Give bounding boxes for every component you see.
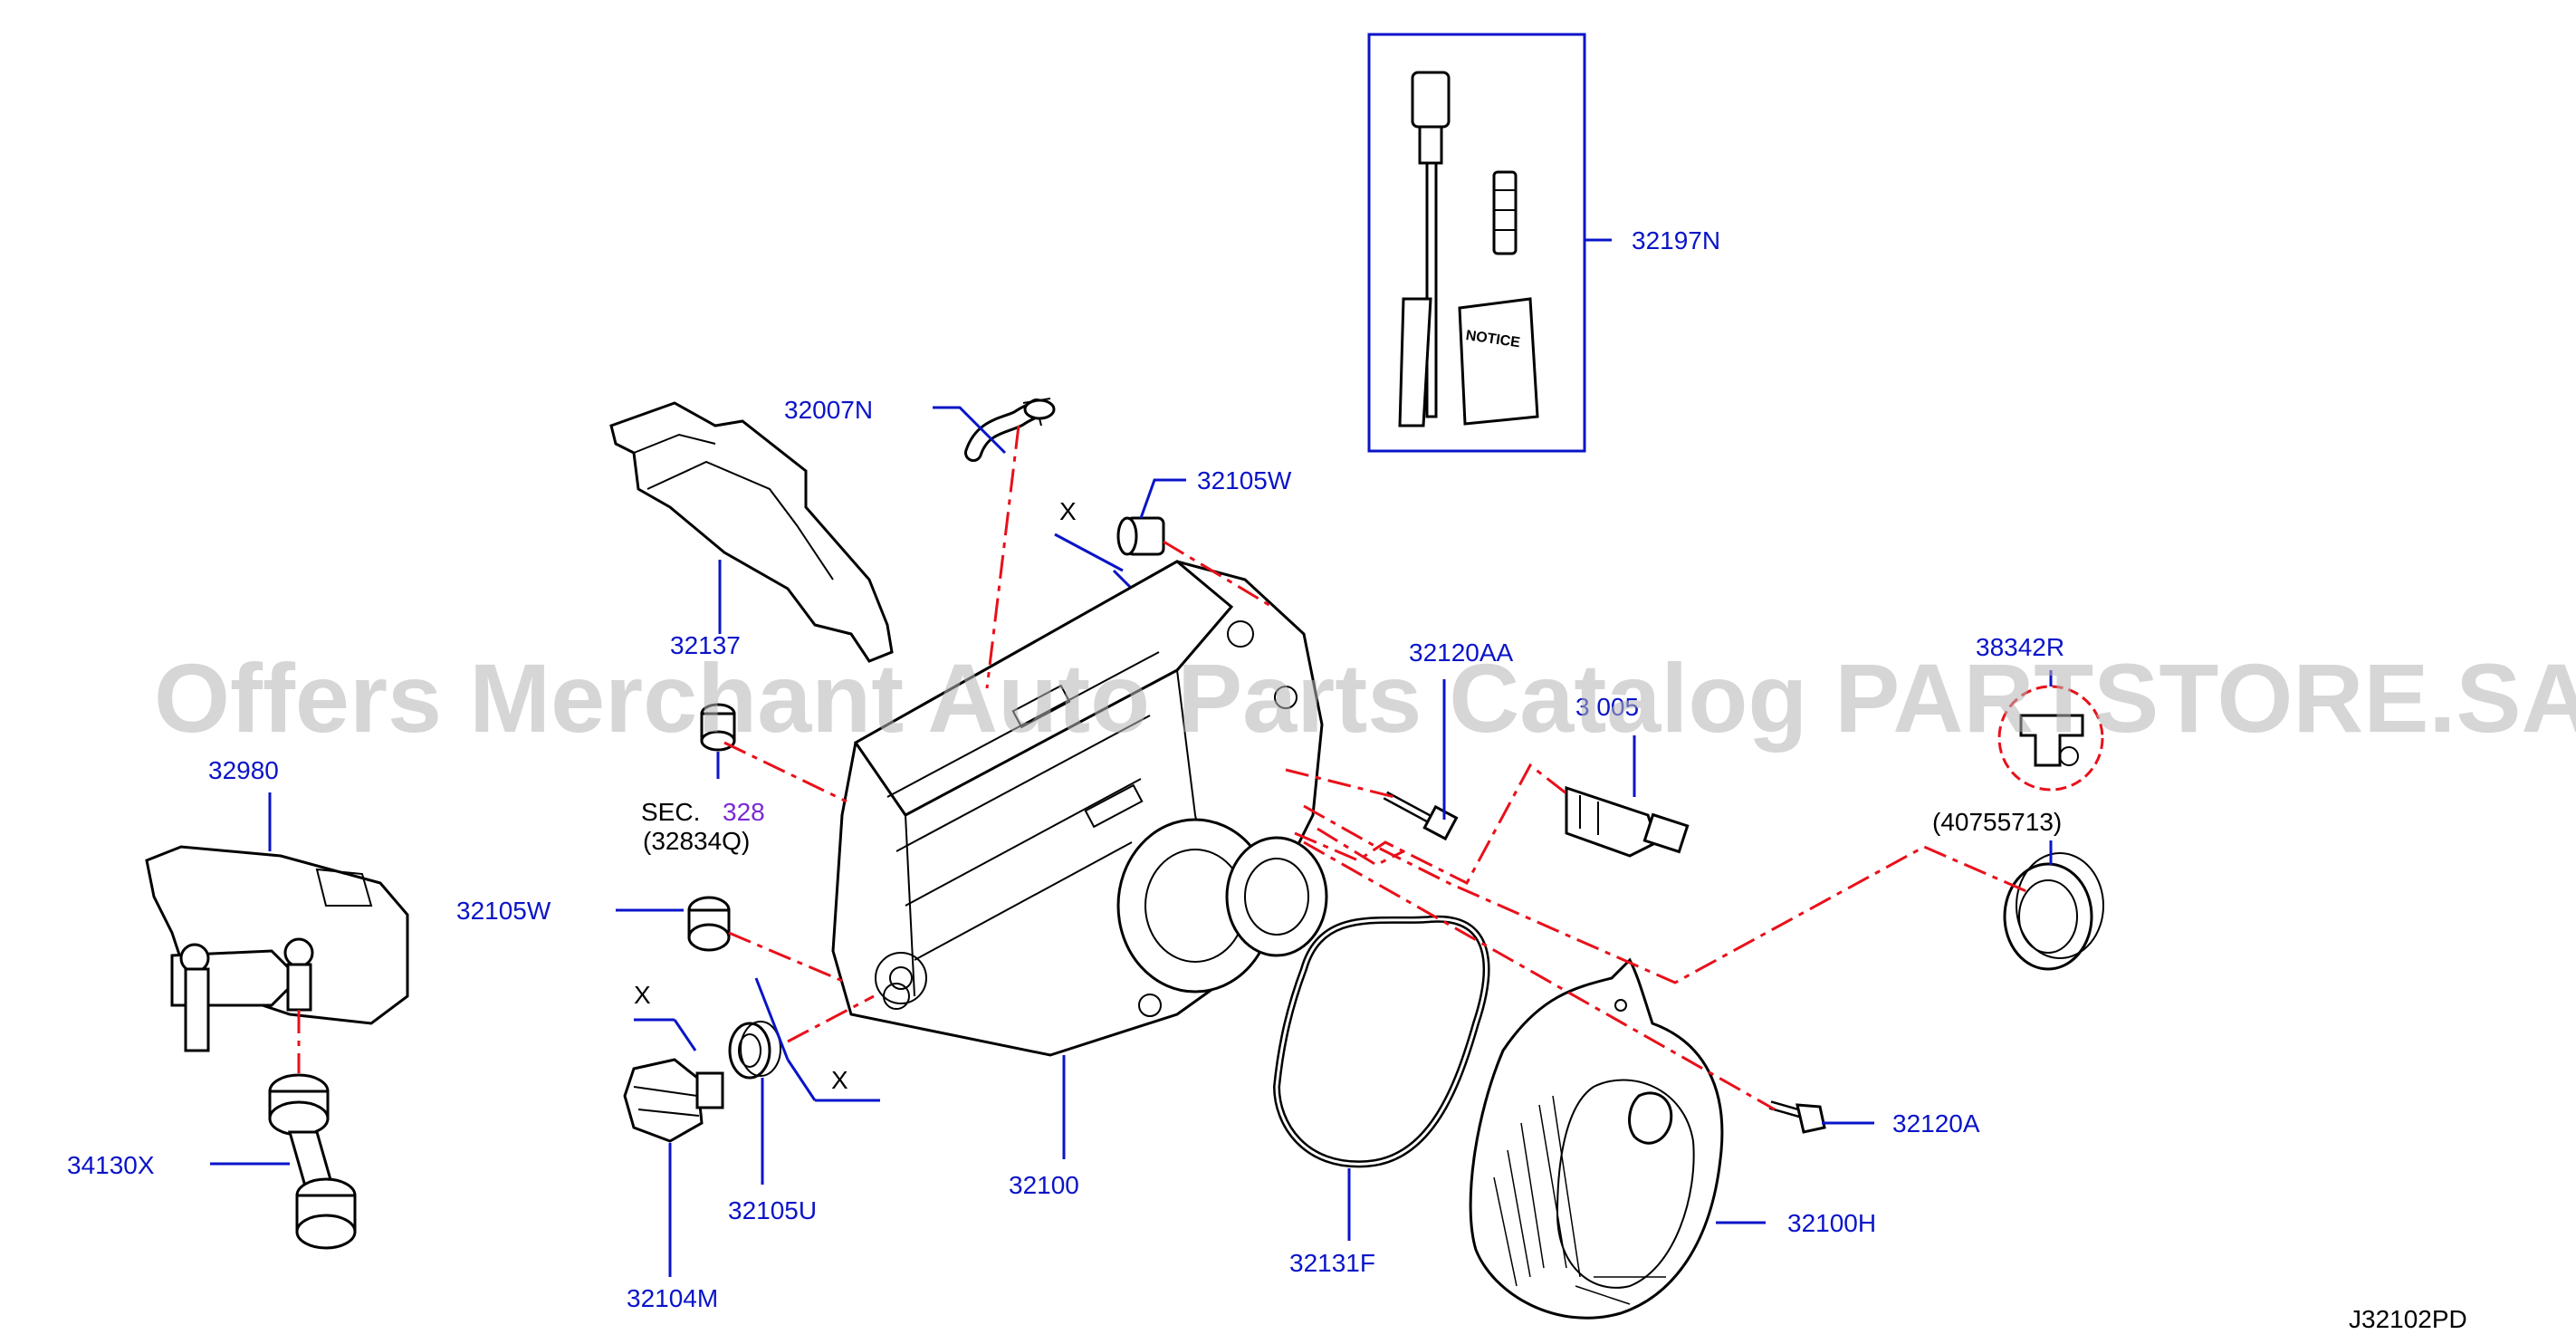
- part-32005-sensor: [1565, 785, 1690, 858]
- label-32100H[interactable]: 32100H: [1787, 1209, 1876, 1237]
- label-32005-partial[interactable]: 3 005: [1575, 693, 1639, 721]
- kit-box-32197N: NOTICE: [1367, 33, 1586, 453]
- label-38342R[interactable]: 38342R: [1976, 633, 2064, 661]
- x-mark-right: X: [831, 1066, 848, 1094]
- sec-number[interactable]: 328: [723, 798, 765, 826]
- label-32120AA[interactable]: 32120AA: [1409, 638, 1514, 667]
- part-32100H: [1469, 957, 1724, 1320]
- part-32105W-top: [1116, 516, 1165, 556]
- part-32131F: [1272, 915, 1490, 1168]
- assembly-lines: [297, 425, 2029, 1111]
- part-38342R: [1997, 685, 2104, 792]
- sec-prefix: SEC.: [641, 798, 700, 826]
- label-34130X[interactable]: 34130X: [67, 1151, 155, 1179]
- part-32120AA: [1383, 791, 1459, 841]
- label-32120A[interactable]: 32120A: [1892, 1109, 1980, 1138]
- part-32105W-left: [687, 896, 731, 952]
- label-32105W-left[interactable]: 32105W: [456, 897, 551, 925]
- label-32007N[interactable]: 32007N: [784, 396, 873, 424]
- label-32131F[interactable]: 32131F: [1289, 1249, 1375, 1277]
- label-32197N[interactable]: 32197N: [1632, 226, 1720, 254]
- label-32100[interactable]: 32100: [1009, 1171, 1079, 1199]
- label-32980[interactable]: 32980: [208, 756, 279, 784]
- part-32105U: [728, 1021, 781, 1080]
- watermark: Offers Merchant Auto Parts Catalog PARTS…: [154, 643, 2576, 753]
- part-sleeve-328: [700, 703, 736, 752]
- label-32137[interactable]: 32137: [670, 631, 741, 659]
- label-40755713[interactable]: (40755713): [1932, 808, 2062, 836]
- x-mark-left: X: [634, 981, 651, 1009]
- part-32137: [609, 401, 894, 663]
- diagram-code: J32102PD: [2349, 1305, 2467, 1333]
- part-34130X: [268, 1073, 357, 1250]
- part-32104M: [623, 1058, 724, 1143]
- label-32104M[interactable]: 32104M: [627, 1284, 718, 1312]
- label-32105W-top[interactable]: 32105W: [1197, 466, 1292, 494]
- sec-sub: (32834Q): [643, 827, 750, 855]
- part-oil-seal: [2003, 852, 2104, 971]
- part-32980: [145, 845, 409, 1052]
- part-32007N: [964, 398, 1056, 462]
- part-32120A: [1768, 1100, 1826, 1134]
- part-32100-case: [831, 560, 1328, 1057]
- label-32105U[interactable]: 32105U: [728, 1196, 817, 1224]
- x-mark-top: X: [1059, 497, 1077, 525]
